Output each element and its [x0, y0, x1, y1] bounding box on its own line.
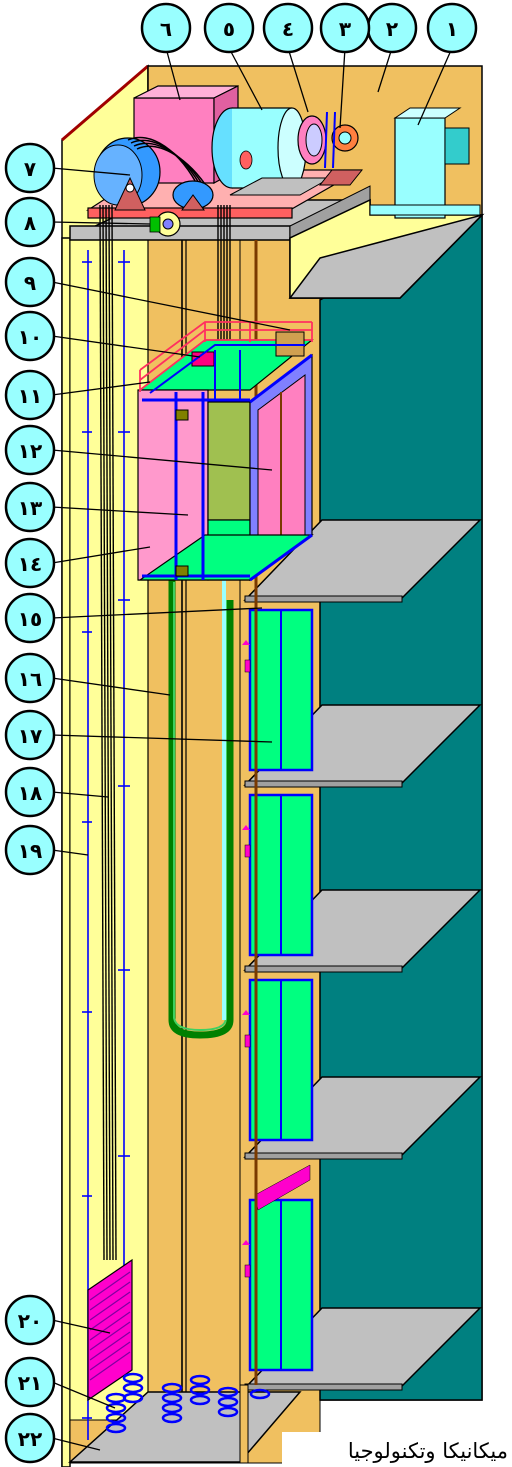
callout-19: ١٩ [4, 824, 56, 876]
controller-top [393, 107, 462, 119]
controller-base [369, 204, 481, 216]
callout-15: ١٥ [4, 592, 56, 644]
callout-17-label: ١٧ [18, 724, 42, 748]
callout-14: ١٤ [4, 537, 56, 589]
callout-1: ١ [426, 2, 478, 54]
callout-21-label: ٢١ [18, 1371, 42, 1395]
callout-18: ١٨ [4, 766, 56, 818]
callout-12: ١٢ [4, 424, 56, 476]
pit-front-wall [239, 1384, 249, 1464]
callout-17: ١٧ [4, 709, 56, 761]
caption-background [282, 1432, 512, 1466]
buffer-springs [105, 1372, 271, 1434]
callout-13-label: ١٣ [18, 496, 42, 520]
motor-vent [239, 150, 253, 170]
callout-2: ٢ [366, 2, 418, 54]
caption-text: ميكانيكا وتكنولوجيا [348, 1439, 508, 1463]
callout-2-label: ٢ [386, 17, 398, 41]
callout-8-label: ٨ [24, 211, 36, 235]
travelling-cable-inner [173, 582, 227, 1032]
callout-8: ٨ [4, 196, 56, 248]
floor-edge-5 [244, 1383, 403, 1391]
callout-3: ٣ [319, 2, 371, 54]
callout-15-label: ١٥ [18, 607, 42, 631]
callout-bubbles: ١ ٢ ٣ ٤ ٥ ٦ ٧ ٨ ٩ ١٠ ١١ ١٢ ١٣ ١٤ ١٥ ١٦ ١… [4, 2, 478, 1464]
car-top-grid [149, 344, 305, 400]
callout-4: ٤ [262, 2, 314, 54]
controller-cabinet [394, 117, 446, 219]
callout-10-label: ١٠ [18, 325, 42, 349]
callout-7: ٧ [4, 142, 56, 194]
callout-19-label: ١٩ [18, 839, 42, 863]
callout-22: ٢٢ [4, 1412, 56, 1464]
landing-door-1 [242, 608, 314, 772]
sheave-hub [125, 183, 135, 193]
sheave-bracket [114, 176, 146, 211]
machine-room [85, 85, 481, 219]
callout-9-label: ٩ [24, 271, 36, 295]
landing-doors [242, 608, 314, 1372]
callout-9: ٩ [4, 256, 56, 308]
elevator-car [137, 321, 314, 582]
counterweight-guide-rails [82, 250, 130, 1440]
pit [68, 1372, 302, 1464]
hoist-belts [127, 136, 210, 191]
floor-edge-2 [244, 780, 403, 788]
inner-teal-wall [319, 213, 483, 1401]
hoist-ropes [99, 204, 231, 1261]
floor-edge-3 [244, 965, 403, 973]
counterweight [87, 1258, 133, 1402]
callout-7-label: ٧ [24, 157, 36, 181]
car-frame [142, 353, 313, 582]
brake-stand [318, 169, 364, 186]
brake-drum-inner [305, 123, 323, 157]
leader-lines [51, 47, 453, 1451]
controller-side-box [444, 127, 470, 165]
callout-13: ١٣ [4, 481, 56, 533]
callout-11: ١١ [4, 369, 56, 421]
callout-22-label: ٢٢ [18, 1427, 42, 1451]
callout-16: ١٦ [4, 652, 56, 704]
floor-edge-1 [244, 595, 403, 603]
callout-16-label: ١٦ [18, 667, 42, 691]
callout-5: ٥ [203, 2, 255, 54]
callout-4-label: ٤ [282, 17, 294, 41]
landing-door-2 [242, 793, 314, 957]
top-floor-top [288, 213, 485, 299]
callout-21: ٢١ [4, 1356, 56, 1408]
floor-edge-4 [244, 1152, 403, 1160]
left-wall-top-edge [61, 64, 149, 142]
callout-3-label: ٣ [339, 17, 351, 41]
car-back-wall [207, 401, 251, 521]
landing-door-3 [242, 978, 314, 1142]
callout-12-label: ١٢ [18, 439, 42, 463]
car-shoe-top [175, 409, 189, 421]
callout-20: ٢٠ [4, 1294, 56, 1346]
landing-door-4 [242, 1164, 314, 1372]
callout-18-label: ١٨ [18, 781, 42, 805]
car-top-railing [139, 321, 313, 392]
callout-5-label: ٥ [223, 17, 235, 41]
callout-6: ٦ [140, 2, 192, 54]
brake-disc-inner [338, 131, 352, 145]
callout-1-label: ١ [446, 17, 458, 41]
callout-10: ١٠ [4, 310, 56, 362]
callout-11-label: ١١ [18, 384, 42, 408]
governor-pulley [149, 211, 181, 237]
callout-6-label: ٦ [160, 17, 172, 41]
callout-20-label: ٢٠ [18, 1309, 42, 1333]
travelling-cable [168, 580, 234, 1039]
car-shoe-bottom [175, 565, 189, 577]
deflector-bracket [181, 194, 205, 211]
callout-14-label: ١٤ [18, 552, 42, 576]
